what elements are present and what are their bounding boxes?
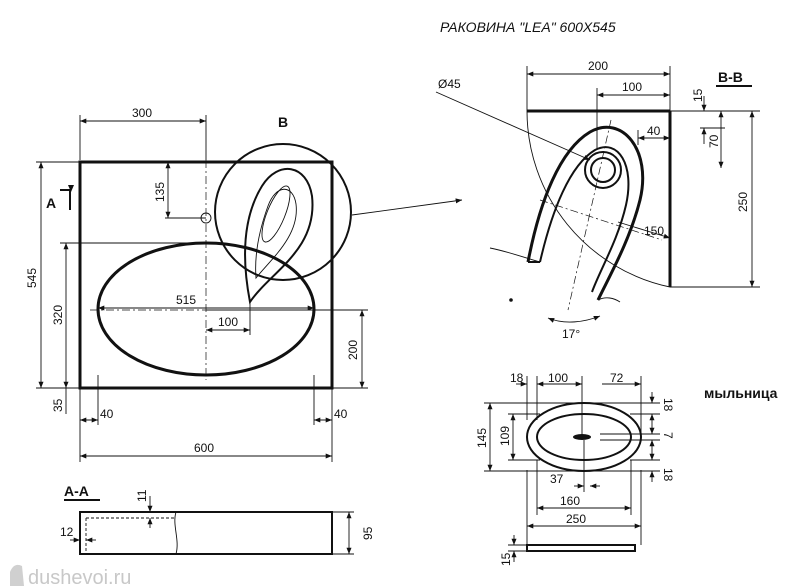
- soap-dish-profile: [526, 544, 636, 552]
- dim-soap-height-145: 145: [475, 428, 489, 448]
- dim-side-70: 70: [707, 134, 721, 148]
- watermark: dushevoi.ru: [10, 564, 131, 588]
- watermark-logo-icon: [10, 564, 24, 586]
- dim-side-40: 40: [647, 124, 661, 138]
- dim-offset-135: 135: [153, 182, 167, 202]
- dim-diameter-45: Ø45: [438, 77, 461, 91]
- detail-b-label: B: [278, 114, 288, 130]
- dim-soap-width-100: 100: [548, 371, 568, 385]
- detail-b-circle: [214, 143, 352, 281]
- dim-length-515: 515: [176, 293, 196, 307]
- detail-bb-boundary: [526, 110, 671, 288]
- soap-dish-view: мыльница 18 100 72 145 109 18: [475, 371, 778, 566]
- drain-hole-outer: [584, 151, 622, 189]
- dim-soap-inner-160: 160: [560, 494, 580, 508]
- dim-soap-height-109: 109: [498, 426, 512, 446]
- dim-side-15: 15: [691, 88, 705, 102]
- drop-shape: [244, 168, 314, 305]
- dim-height-545: 545: [25, 268, 39, 288]
- dim-soap-outer-250: 250: [566, 512, 586, 526]
- detail-drop-outer: [526, 125, 645, 301]
- dim-thickness-11: 11: [135, 489, 149, 502]
- dim-height-200: 200: [346, 340, 360, 360]
- section-bb-label: B-B: [718, 69, 743, 85]
- section-a-label: A: [46, 195, 56, 211]
- dim-top-100: 100: [622, 80, 642, 94]
- drain-hole-inner: [590, 157, 616, 183]
- dim-height-95: 95: [361, 526, 375, 540]
- dim-width-300: 300: [132, 106, 152, 120]
- dim-right-40: 40: [334, 407, 348, 421]
- section-aa-view: A-A 11 12 95: [60, 483, 375, 555]
- dim-soap-mid-7: 7: [661, 432, 675, 439]
- dim-edge-12: 12: [60, 525, 74, 539]
- main-top-view: B A 300 135 545 320 515 100: [25, 106, 463, 462]
- drawing-title: РАКОВИНА "LEA" 600X545: [440, 19, 616, 35]
- dim-soap-drain-37: 37: [550, 472, 564, 486]
- dim-soap-bottom-18: 18: [661, 468, 675, 482]
- dim-soap-top-18: 18: [661, 398, 675, 412]
- dim-soap-thick-15: 15: [499, 552, 513, 566]
- dim-total-600: 600: [194, 441, 214, 455]
- section-aa-label: A-A: [64, 483, 89, 499]
- dim-soap-right-72: 72: [610, 371, 624, 385]
- dim-offset-100: 100: [218, 315, 238, 329]
- soap-dish-label: мыльница: [704, 385, 778, 401]
- dim-diag-150: 150: [644, 224, 664, 238]
- dim-soap-left-18: 18: [510, 371, 524, 385]
- dim-side-250: 250: [736, 192, 750, 212]
- watermark-text: dushevoi.ru: [28, 567, 131, 588]
- dim-top-200: 200: [588, 59, 608, 73]
- dim-left-40: 40: [100, 407, 114, 421]
- dim-bottom-35: 35: [51, 398, 65, 412]
- dim-angle-17: 17°: [562, 327, 580, 341]
- soap-dish-drain: [573, 434, 591, 440]
- dim-height-320: 320: [51, 305, 65, 325]
- detail-bb-view: B-B Ø45 200 100 40: [435, 59, 760, 341]
